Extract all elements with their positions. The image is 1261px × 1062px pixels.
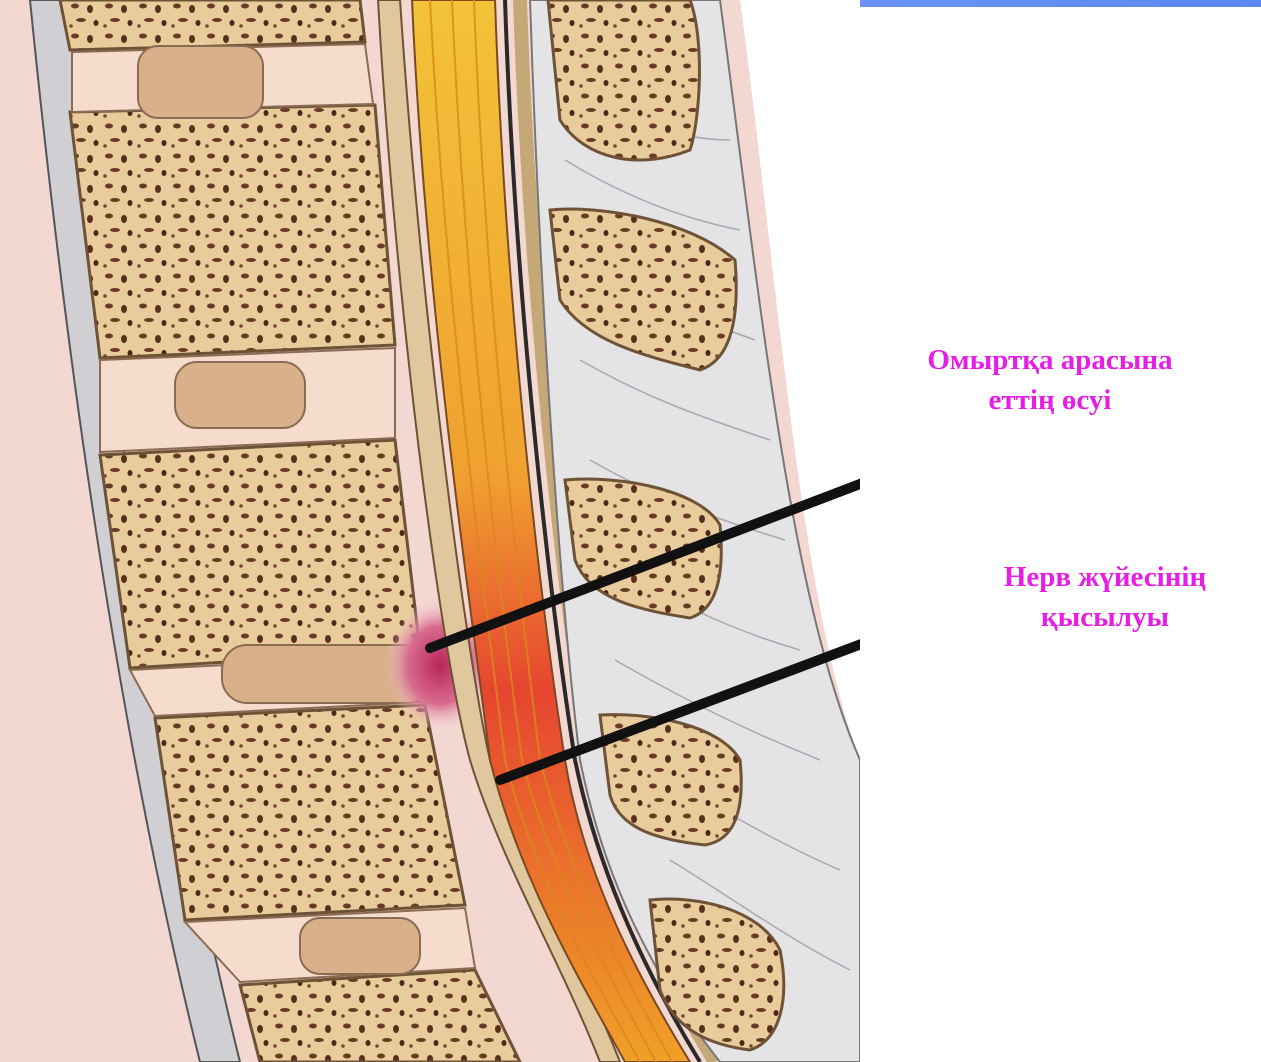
annotation-nerve-compression: Нерв жүйесінің қысылуы — [950, 557, 1260, 637]
annotation-2-line-1: Нерв жүйесінің — [950, 557, 1260, 597]
annotation-1-line-2: еттің өсуі — [860, 380, 1240, 420]
annotation-1-line-1: Омыртқа арасына — [860, 340, 1240, 380]
annotation-2-line-2: қысылуы — [950, 597, 1260, 637]
annotation-disc-herniation: Омыртқа арасына еттің өсуі — [860, 340, 1240, 420]
spine-cross-section-illustration — [0, 0, 860, 1062]
